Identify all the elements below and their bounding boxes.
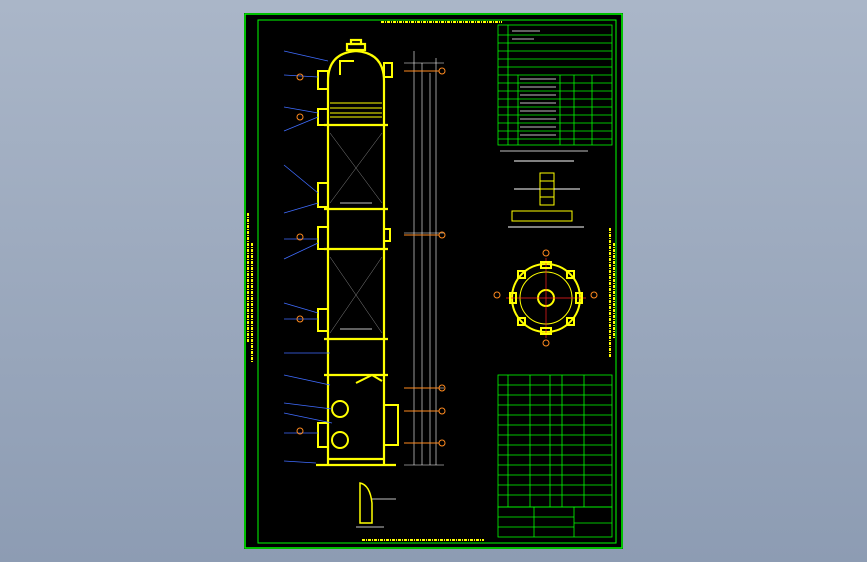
- inner-frame: [257, 19, 617, 544]
- left-edge-notes: [247, 213, 253, 363]
- parts-table-top: [497, 24, 613, 146]
- left-callouts: [283, 50, 333, 464]
- drawing-sheet: [244, 13, 623, 549]
- column-vessel: [316, 38, 396, 467]
- parts-table-top-text: [512, 30, 556, 136]
- right-callouts: [404, 67, 446, 447]
- parts-table-bottom: [497, 374, 613, 508]
- distributor-hatch: [330, 102, 382, 118]
- bed-labels: [340, 202, 372, 330]
- outer-frame: [244, 13, 623, 549]
- top-view: [493, 249, 598, 347]
- packing-detail: [508, 160, 584, 228]
- title-block: [497, 506, 613, 538]
- nozzles: [317, 60, 399, 449]
- dimension-lines: [404, 51, 444, 466]
- right-edge-notes: [609, 228, 615, 358]
- cad-drawing: [244, 13, 623, 549]
- detail-view: [356, 482, 396, 528]
- packed-beds: [329, 132, 383, 334]
